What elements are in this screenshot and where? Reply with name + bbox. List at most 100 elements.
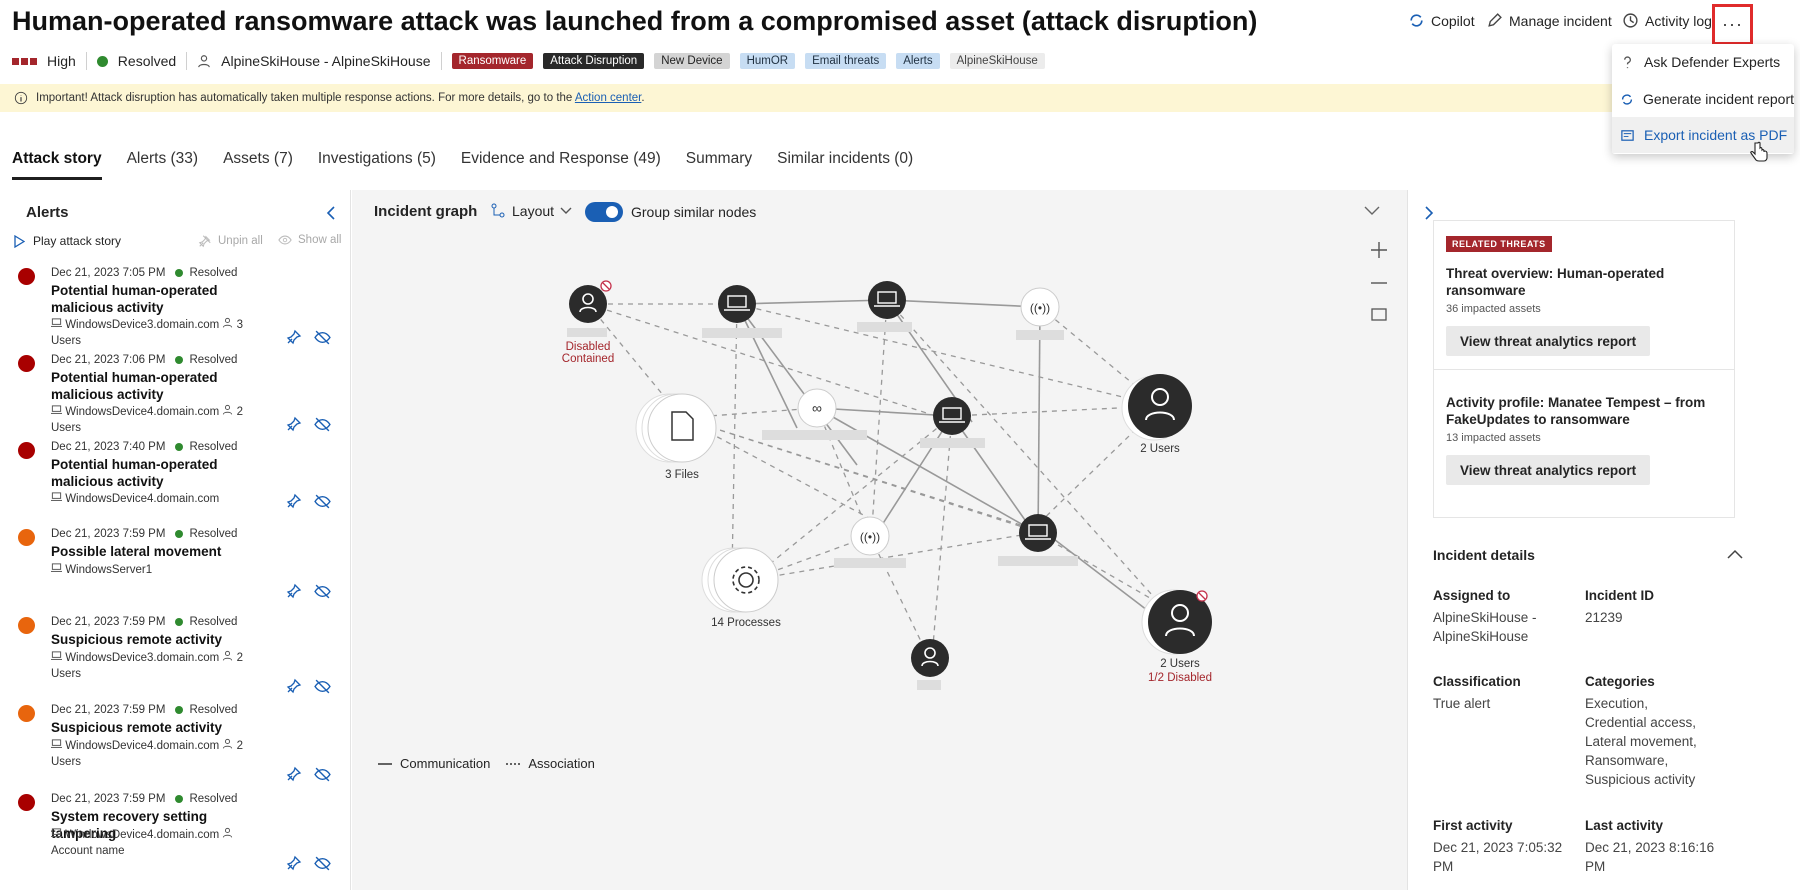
copilot-icon [1410, 14, 1423, 27]
divider [186, 52, 188, 70]
svg-text:∞: ∞ [812, 400, 822, 416]
zoom-in-icon[interactable] [1371, 242, 1387, 258]
severity-dot-icon [18, 705, 35, 722]
ip-node-2[interactable]: ((•)) [834, 516, 906, 568]
tab-similar[interactable]: Similar incidents (0) [777, 150, 914, 167]
alert-title: Potential human-operated malicious activ… [51, 457, 218, 489]
hide-icon[interactable] [314, 678, 331, 695]
users-node-b[interactable]: 2 Users 1/2 Disabled [1141, 589, 1212, 684]
pin-icon[interactable] [286, 678, 302, 694]
category-item: Credential access, [1585, 715, 1697, 730]
hide-icon[interactable] [314, 416, 331, 433]
pin-icon[interactable] [286, 416, 302, 432]
device-node-4[interactable] [998, 514, 1078, 566]
threat2-assets: 13 impacted assets [1446, 432, 1541, 444]
tag-new-device[interactable]: New Device [654, 53, 730, 69]
tab-alerts[interactable]: Alerts (33) [126, 150, 199, 167]
users-a-label: 2 Users [1140, 443, 1180, 455]
group-similar-toggle[interactable] [585, 202, 623, 222]
tab-evidence[interactable]: Evidence and Response (49) [460, 150, 661, 167]
device-icon [51, 492, 62, 501]
tab-attack-story[interactable]: Attack story [12, 150, 102, 180]
history-icon [1623, 13, 1638, 28]
divider [85, 52, 87, 70]
generate-report-item[interactable]: Generate incident report [1612, 81, 1794, 117]
pin-icon[interactable] [286, 766, 302, 782]
manage-incident-button[interactable]: Manage incident [1486, 12, 1612, 29]
hide-icon[interactable] [314, 855, 331, 872]
copilot-button[interactable]: Copilot [1408, 12, 1475, 29]
play-attack-story-button[interactable]: Play attack story [13, 234, 121, 248]
pin-icon[interactable] [286, 583, 302, 599]
tab-assets[interactable]: Assets (7) [223, 150, 293, 167]
view-threat1-report-button[interactable]: View threat analytics report [1446, 326, 1651, 356]
alert-device: WindowsDevice4.domain.com [65, 493, 220, 505]
banner-end: . [641, 92, 645, 104]
tag-attack-disruption[interactable]: Attack Disruption [543, 53, 645, 69]
more-actions-button[interactable]: ··· [1712, 4, 1753, 45]
collapse-left-icon[interactable] [324, 205, 338, 221]
device-icon [51, 318, 62, 327]
expand-right-icon[interactable] [1423, 205, 1435, 221]
tag-email-threats[interactable]: Email threats [805, 53, 887, 69]
tab-investigations[interactable]: Investigations (5) [317, 150, 436, 167]
file-node[interactable]: 3 Files [635, 393, 717, 481]
users-node-a[interactable]: 2 Users [1121, 374, 1192, 455]
alerts-pane-title: Alerts [26, 204, 69, 221]
threat1-title[interactable]: Threat overview: Human-operated ransomwa… [1446, 266, 1665, 298]
generate-report-label: Generate incident report [1643, 91, 1794, 107]
device-node-3[interactable] [920, 397, 985, 448]
alert-users-count: 3 [236, 319, 244, 331]
severity-dot-icon [18, 442, 35, 459]
hide-icon[interactable] [314, 493, 331, 510]
tag-alerts[interactable]: Alerts [896, 53, 940, 69]
pin-icon[interactable] [286, 329, 302, 345]
graph-nodes: Disabled Contained ((•)) [562, 280, 1212, 690]
tag-humor[interactable]: HumOR [739, 53, 796, 69]
view-threat2-report-button[interactable]: View threat analytics report [1446, 455, 1651, 485]
users-b-label: 2 Users [1160, 658, 1200, 670]
chevron-down-icon[interactable] [1364, 206, 1380, 216]
user-icon [223, 404, 233, 415]
hide-icon[interactable] [314, 583, 331, 600]
user-node-b[interactable] [911, 639, 949, 690]
device-node-1[interactable] [702, 285, 782, 338]
unpin-icon [198, 235, 211, 248]
unpin-all-button[interactable]: Unpin all [198, 234, 263, 248]
fit-screen-icon[interactable] [1371, 308, 1387, 321]
pin-icon[interactable] [286, 493, 302, 509]
chevron-down-icon [560, 207, 572, 214]
pin-icon[interactable] [286, 855, 302, 871]
threat2-title[interactable]: Activity profile: Manatee Tempest – from… [1446, 395, 1706, 427]
url-node[interactable]: ∞ [762, 388, 867, 440]
process-node[interactable]: 14 Processes [701, 547, 781, 629]
incident-id-value: 21239 [1585, 610, 1623, 625]
tag-ransomware[interactable]: Ransomware [451, 53, 534, 69]
tab-summary[interactable]: Summary [685, 150, 753, 167]
ip-node-1[interactable]: ((•)) [1016, 287, 1064, 340]
user-node-disabled[interactable]: Disabled Contained [562, 280, 614, 365]
device-node-2[interactable] [857, 281, 912, 332]
more-icon: ··· [1722, 14, 1743, 34]
status-icon [96, 55, 108, 67]
ask-defender-experts-item[interactable]: Ask Defender Experts [1612, 44, 1794, 80]
alert-title: Potential human-operated malicious activ… [51, 283, 218, 315]
hide-icon[interactable] [314, 766, 331, 783]
show-all-button[interactable]: Show all [278, 234, 341, 246]
chevron-up-icon[interactable] [1727, 549, 1743, 559]
action-center-link[interactable]: Action center [574, 92, 642, 104]
export-pdf-item[interactable]: Export incident as PDF [1612, 117, 1794, 153]
layout-dropdown[interactable]: Layout [490, 203, 572, 219]
tag-alpineskihouse[interactable]: AlpineSkiHouse [949, 53, 1045, 69]
device-icon [51, 563, 62, 572]
alert-time: Dec 21, 2023 7:06 PM [51, 354, 166, 366]
hide-icon[interactable] [314, 329, 331, 346]
activity-log-button[interactable]: Activity log [1622, 12, 1712, 29]
